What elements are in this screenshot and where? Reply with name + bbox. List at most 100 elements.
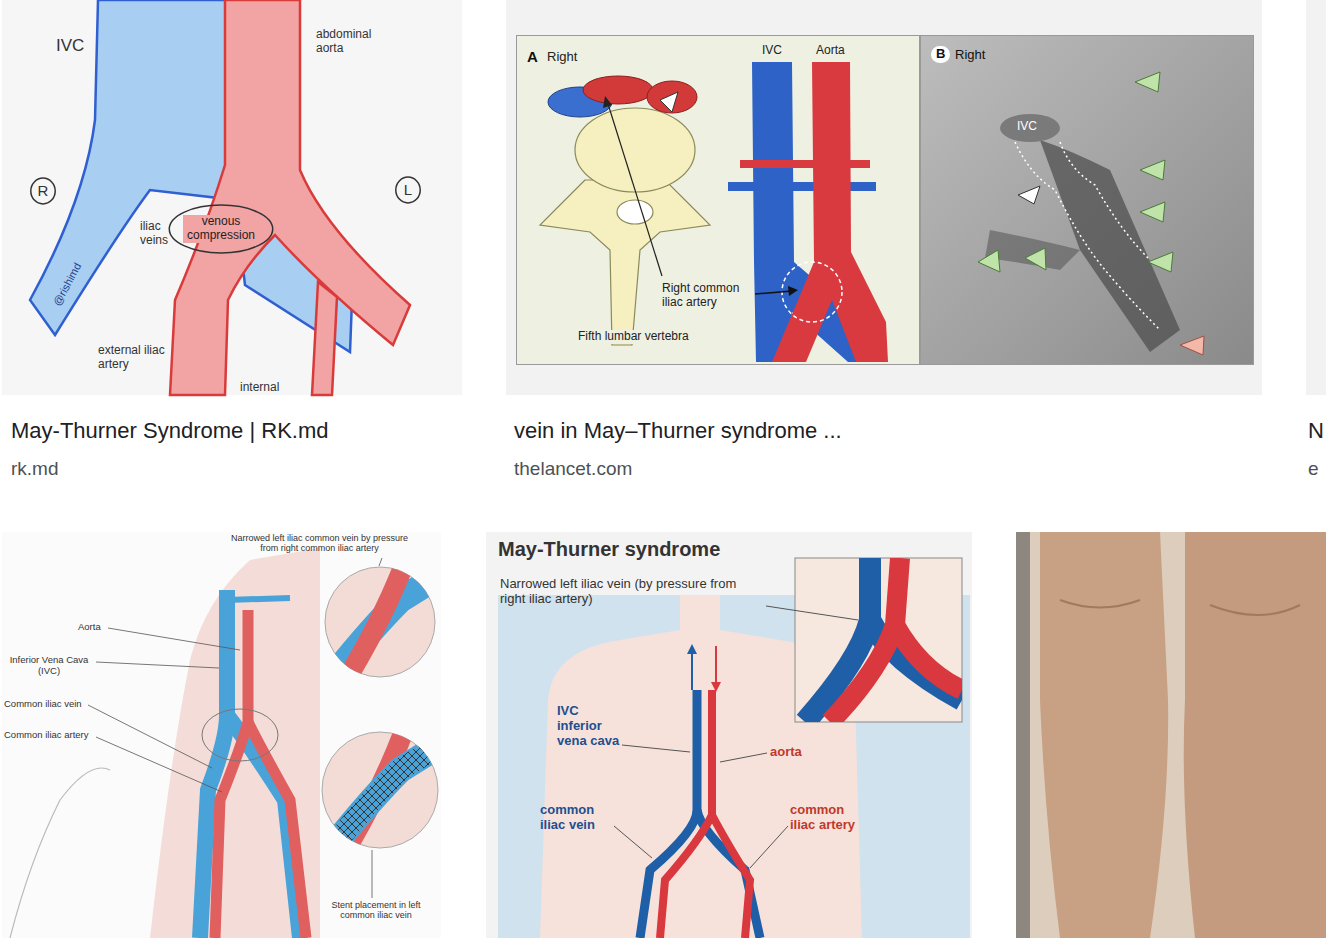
- card-text: vein in May–Thurner syndrome ...: [514, 418, 842, 443]
- venogram-figure: [1018, 186, 1040, 204]
- vertebra-figure: [516, 35, 920, 365]
- card-text: Right: [547, 50, 577, 65]
- vein-sketch: [312, 282, 337, 395]
- compression-ellipse: venous compression: [166, 203, 276, 255]
- figure-label: Aorta: [816, 44, 845, 58]
- vertebra-figure: [647, 81, 697, 113]
- figure-label: common iliac artery: [790, 803, 870, 833]
- figure-label: Right common iliac artery: [662, 282, 750, 310]
- vertebra-figure: [728, 182, 876, 191]
- body-figure: [830, 558, 900, 722]
- pointer-triangle: [1135, 72, 1160, 92]
- legs-photo: [1040, 532, 1168, 938]
- anatomy-figure: [10, 768, 110, 938]
- figure-label: Inferior Vena Cava (IVC): [4, 655, 94, 677]
- figure-panel: A Right: [516, 35, 920, 365]
- card-text: e: [1308, 458, 1319, 480]
- anatomy-figure: [88, 705, 212, 768]
- figure-label: Stent placement in left common iliac vei…: [326, 900, 426, 921]
- body-figure: [766, 606, 858, 620]
- node-label: venous compression: [183, 215, 259, 243]
- pointer-triangle: [1140, 160, 1165, 180]
- figure-label: common iliac vein: [540, 803, 612, 833]
- figure-label: Narrowed left iliac common vein by press…: [222, 533, 417, 554]
- body-figure: [715, 646, 717, 684]
- shape-outline: [169, 205, 272, 253]
- anatomy-figure: [330, 745, 440, 850]
- figure-label: Fifth lumbar vertebra: [576, 330, 691, 344]
- figure-label: @rishimd: [51, 261, 84, 308]
- figure-label: iliac veins: [140, 220, 182, 248]
- card-text: Right: [955, 48, 985, 63]
- node-text-wrap: R: [30, 177, 56, 205]
- result-thumbnail-ground: [506, 0, 1262, 395]
- anatomy-figure: [330, 745, 440, 850]
- card-text: B: [931, 46, 950, 63]
- figure-label: aorta: [770, 745, 802, 760]
- vertebra-figure: [583, 76, 653, 104]
- legs-photo: [1184, 532, 1326, 938]
- card-text: May-Thurner Syndrome | RK.md: [11, 418, 328, 443]
- legs-photo: [1060, 600, 1300, 615]
- figure-label: abdominal aorta: [316, 28, 378, 56]
- anatomy-figure: [10, 548, 440, 938]
- vertebra-figure: [755, 291, 792, 294]
- body-figure: [498, 595, 970, 938]
- result-card: Ne: [1306, 0, 1326, 480]
- vertebra-figure: [788, 286, 798, 296]
- figure-label: IVC: [762, 44, 782, 58]
- anatomy-figure: [372, 850, 373, 898]
- anatomy-figure: [108, 628, 240, 650]
- anatomy-figure: [330, 728, 440, 860]
- figure-label: IVC inferior vena cava: [557, 704, 627, 749]
- venogram-figure: [1015, 142, 1160, 330]
- anatomy-figure: [227, 598, 290, 600]
- body-figure: [720, 753, 767, 762]
- node-text-wrap: venous compression: [166, 203, 276, 255]
- result-card: May-Thurner Syndrome | RK.md rk.md Rvenous…: [2, 0, 462, 480]
- body-figure: [640, 690, 697, 938]
- legs-photo: [1030, 532, 1326, 938]
- body-figure: [660, 690, 712, 938]
- result-card: vein in May–Thurner syndrome ...thelance…: [506, 0, 1262, 480]
- node-label: R: [38, 182, 49, 199]
- vertebra-figure: [603, 96, 612, 108]
- legs-photo: [1040, 532, 1326, 938]
- pointer-triangle: [978, 72, 1204, 355]
- body-figure: [614, 826, 652, 858]
- vertebra-figure: [660, 92, 678, 112]
- shape-outline: [396, 177, 420, 203]
- figure-label: Common iliac vein: [4, 699, 82, 710]
- figure-label: IVC: [1017, 120, 1037, 134]
- result-thumbnail-ground: [486, 532, 972, 938]
- pointer-triangle: [1025, 248, 1046, 270]
- anatomy-figure: [150, 548, 320, 938]
- body-figure: [691, 652, 693, 690]
- figure-label: Narrowed left iliac vein (by pressure fr…: [500, 577, 762, 607]
- card-text: A: [527, 48, 538, 65]
- result-thumbnail-ground: [2, 0, 462, 395]
- venogram-figure: [920, 35, 1254, 365]
- body-figure: [687, 644, 697, 654]
- vertebra-figure: [516, 35, 920, 365]
- vertebra-figure: [608, 104, 662, 276]
- anatomy-figure: [202, 709, 278, 761]
- body-figure: [795, 558, 962, 722]
- body-figure: [622, 745, 690, 752]
- venogram-figure: [920, 35, 1254, 365]
- body-figure: [805, 558, 962, 722]
- body-figure: [750, 826, 788, 868]
- side-marker-circle: R: [30, 177, 56, 205]
- vertebra-figure: [617, 200, 653, 224]
- figure-panel: B Right: [920, 35, 1254, 365]
- figure-label: IVC: [56, 36, 84, 56]
- node-label: L: [404, 181, 412, 198]
- vertebra-figure: [540, 180, 710, 345]
- body-figure: [711, 682, 721, 692]
- card-text: rk.md: [11, 458, 59, 480]
- vein-sketch: [30, 0, 410, 395]
- body-figure: [498, 558, 970, 938]
